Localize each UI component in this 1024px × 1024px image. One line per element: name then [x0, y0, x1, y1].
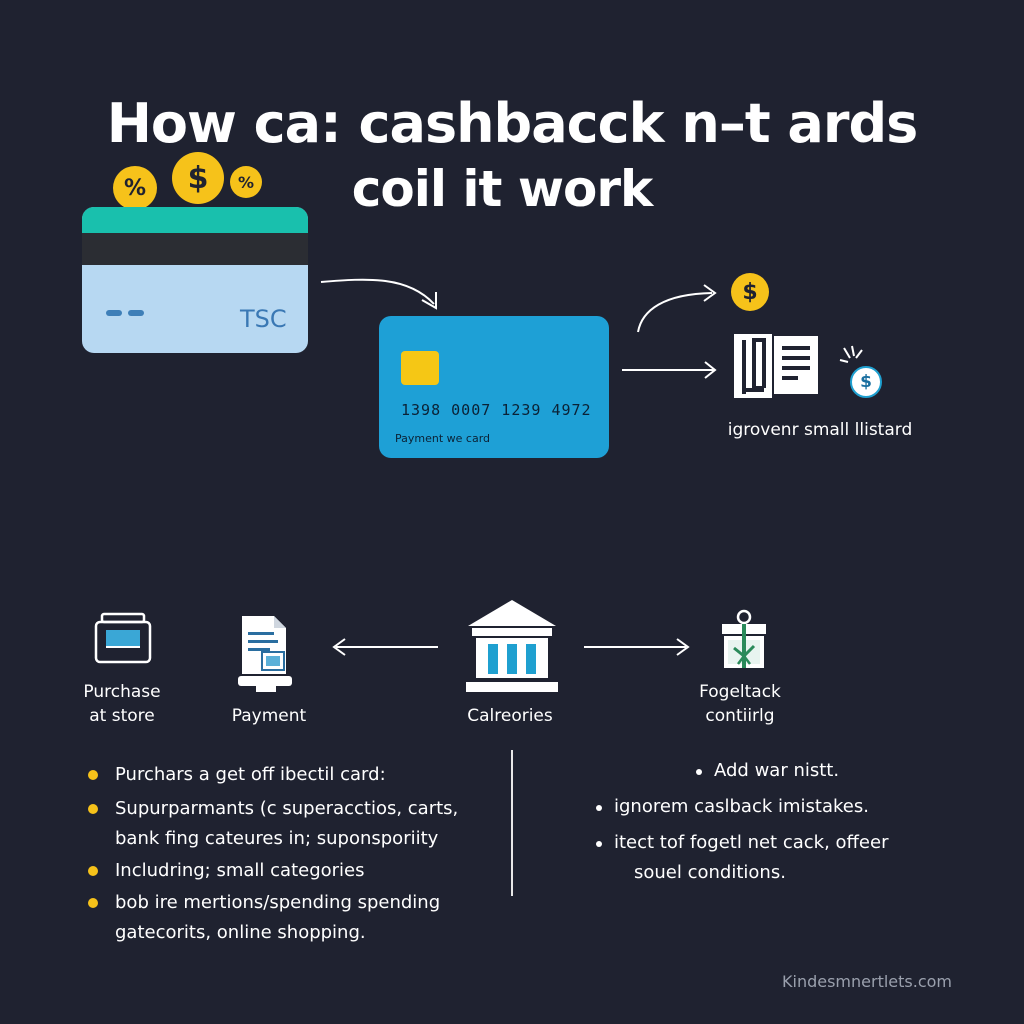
step-caption-purchase: Purchase at store [83, 682, 161, 726]
step-caption-categories: Calreories [467, 706, 553, 726]
page-subtitle: coil it work [351, 160, 654, 218]
card-chip [401, 351, 439, 385]
column-divider [511, 750, 513, 896]
card-top-band [82, 207, 308, 233]
gift-icon [722, 609, 766, 668]
credit-card-light: TSC [82, 207, 308, 353]
card-number: 1398 0007 1239 4972 [401, 401, 592, 419]
step-caption-payment: Payment [231, 706, 307, 726]
dollar-coin-icon: $ [731, 273, 769, 311]
percent-coin-icon: % [113, 166, 157, 210]
credit-card-blue: 1398 0007 1239 4972 Payment we card [379, 316, 609, 458]
step-caption-reward: Fogeltack contiirlg [699, 682, 781, 726]
bullet-dot [88, 898, 98, 908]
bullet-dot [696, 769, 702, 775]
list-item: Supurparmants (c superacctios, carts,ban… [88, 794, 508, 854]
card-dash [106, 310, 122, 316]
bank-icon [466, 600, 558, 692]
card-label: Payment we card [395, 432, 491, 445]
page-title: How ca: cashbacck n–t ards [106, 92, 919, 155]
receipt-icon [734, 334, 818, 398]
bullet-dot [88, 770, 98, 780]
document-icon [238, 616, 292, 692]
dollar-coin-icon: $ [172, 152, 224, 204]
card-dash [128, 310, 144, 316]
list-item: Add war nistt. [696, 756, 996, 786]
bullet-list-right: Add war nistt. ignorem caslback imistake… [596, 756, 996, 888]
list-item: Includring; small categories [88, 856, 508, 886]
list-item: ignorem caslback imistakes. [596, 792, 996, 822]
arrow-icon [332, 638, 438, 656]
bullet-dot [88, 866, 98, 876]
bullet-list-left: Purchars a get off ibectil card: Supurpa… [88, 760, 508, 948]
dollar-badge-icon: $ [850, 366, 882, 398]
percent-coin-icon: % [230, 166, 262, 198]
bullet-dot [596, 841, 602, 847]
card-brand: TSC [240, 305, 287, 333]
bullet-dot [88, 804, 98, 814]
bullet-dot [596, 805, 602, 811]
arrow-icon [584, 638, 690, 656]
arrow-icon [320, 278, 437, 310]
reward-caption: igrovenr small llistard [727, 420, 913, 440]
sparkle-icon [839, 345, 863, 363]
register-icon [94, 612, 152, 664]
list-item: Purchars a get off ibectil card: [88, 760, 508, 790]
arrow-icon [637, 284, 717, 333]
arrow-icon [622, 361, 717, 379]
card-magnetic-stripe [82, 233, 308, 265]
footer-url: Kindesmnertlets.com [782, 972, 952, 991]
